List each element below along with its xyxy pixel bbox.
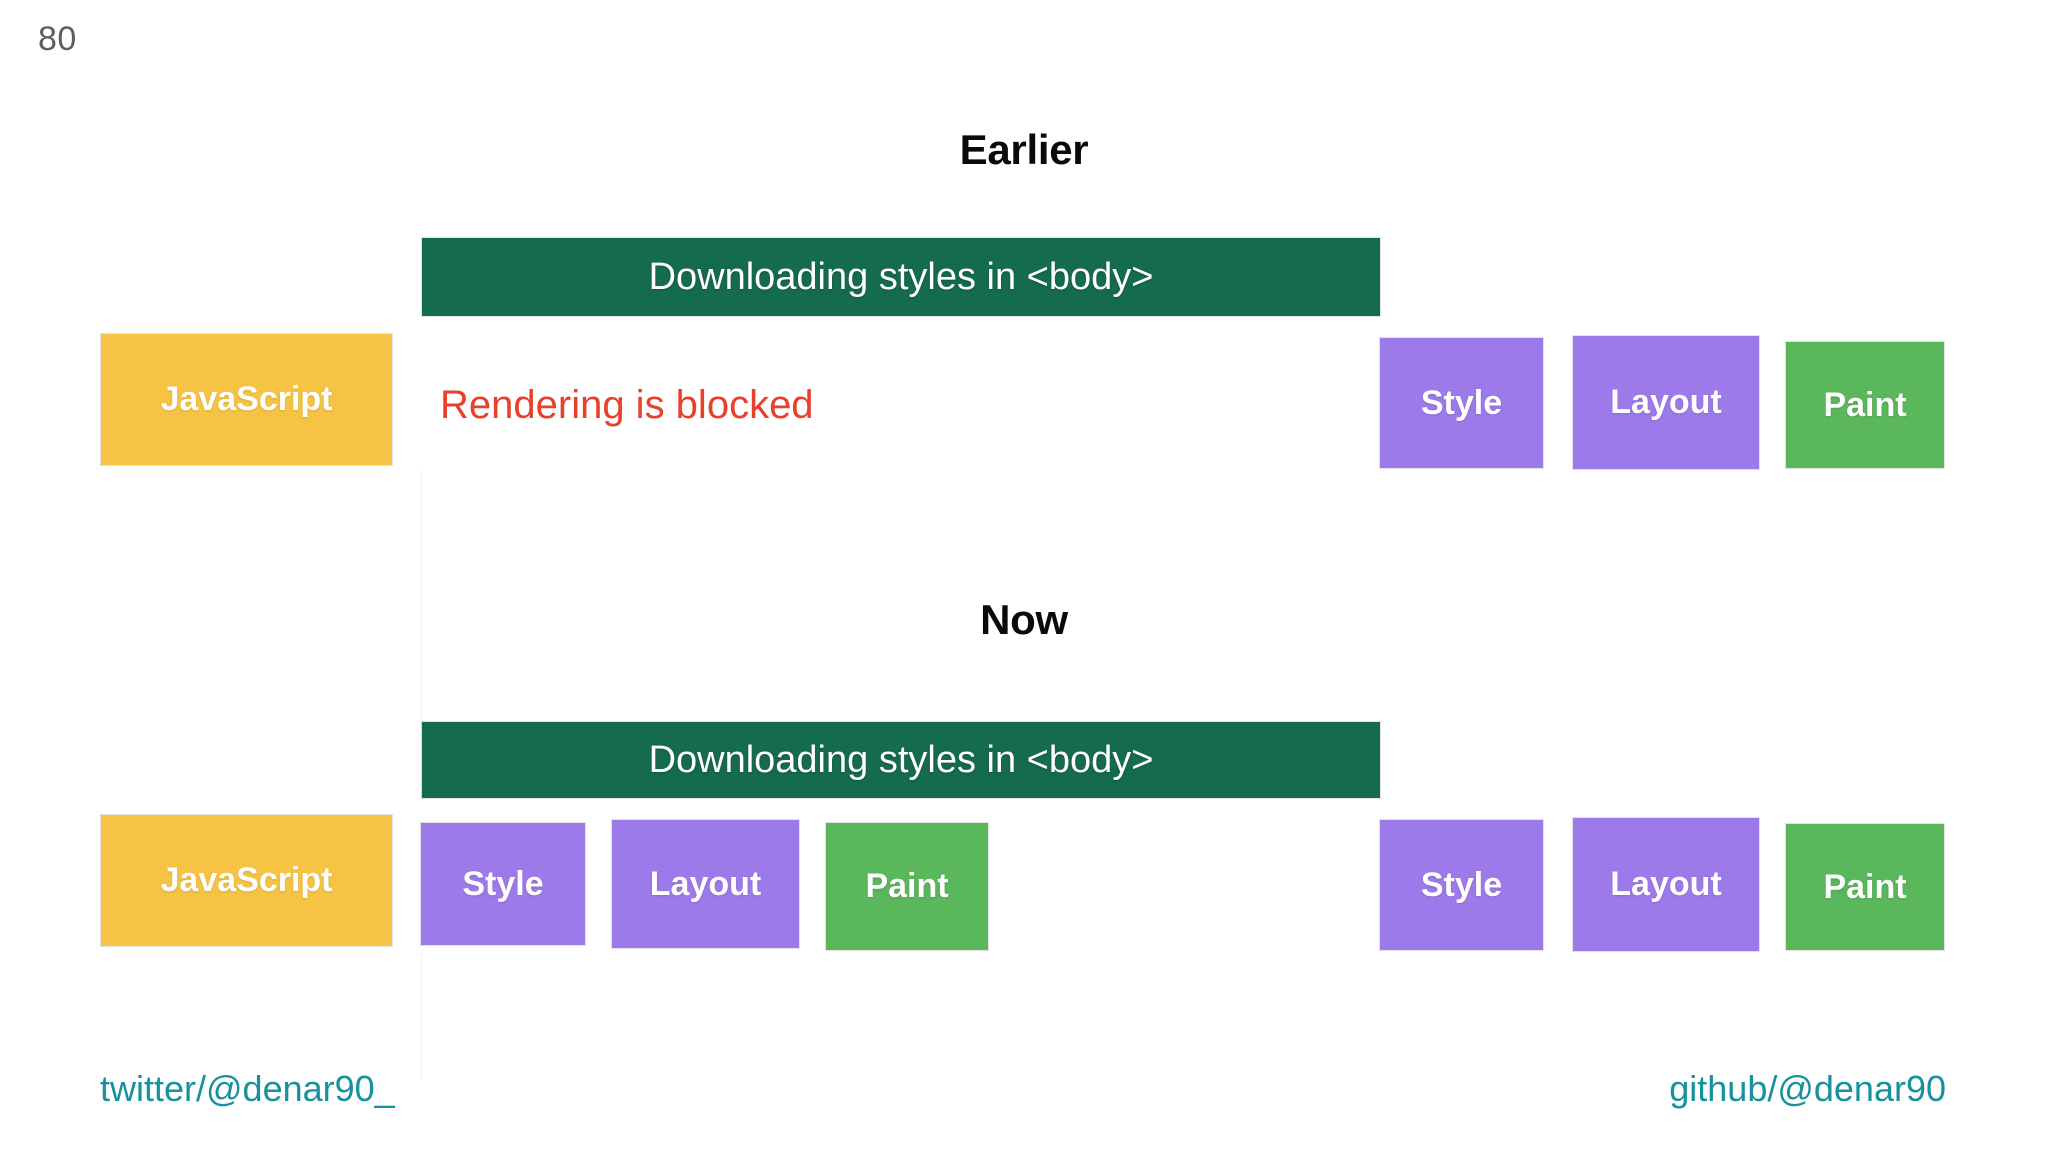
block-paint-now-left: Paint <box>826 823 988 950</box>
block-style-now-right: Style <box>1380 820 1543 950</box>
slide-number: 80 <box>38 20 77 58</box>
guide-rail-left-lower <box>421 955 422 1080</box>
block-paint-now-right: Paint <box>1786 824 1944 950</box>
section-title-now: Now <box>980 596 1068 643</box>
github-handle-link[interactable]: github/@denar90 <box>1669 1068 1946 1109</box>
block-layout-earlier: Layout <box>1573 336 1759 469</box>
block-paint-earlier: Paint <box>1786 342 1944 468</box>
guide-rail-left <box>421 470 422 800</box>
section-title-earlier: Earlier <box>959 126 1089 173</box>
block-style-now-left: Style <box>421 823 585 945</box>
download-styles-bar-now: Downloading styles in <body> <box>422 722 1380 798</box>
block-layout-now-left: Layout <box>612 820 799 948</box>
rendering-blocked-note: Rendering is blocked <box>440 383 814 427</box>
twitter-handle-link[interactable]: twitter/@denar90_ <box>100 1068 395 1109</box>
block-layout-now-right: Layout <box>1573 818 1759 951</box>
block-javascript-earlier: JavaScript <box>101 334 392 465</box>
block-javascript-now: JavaScript <box>101 815 392 946</box>
download-styles-bar-earlier: Downloading styles in <body> <box>422 238 1380 316</box>
block-style-earlier: Style <box>1380 338 1543 468</box>
